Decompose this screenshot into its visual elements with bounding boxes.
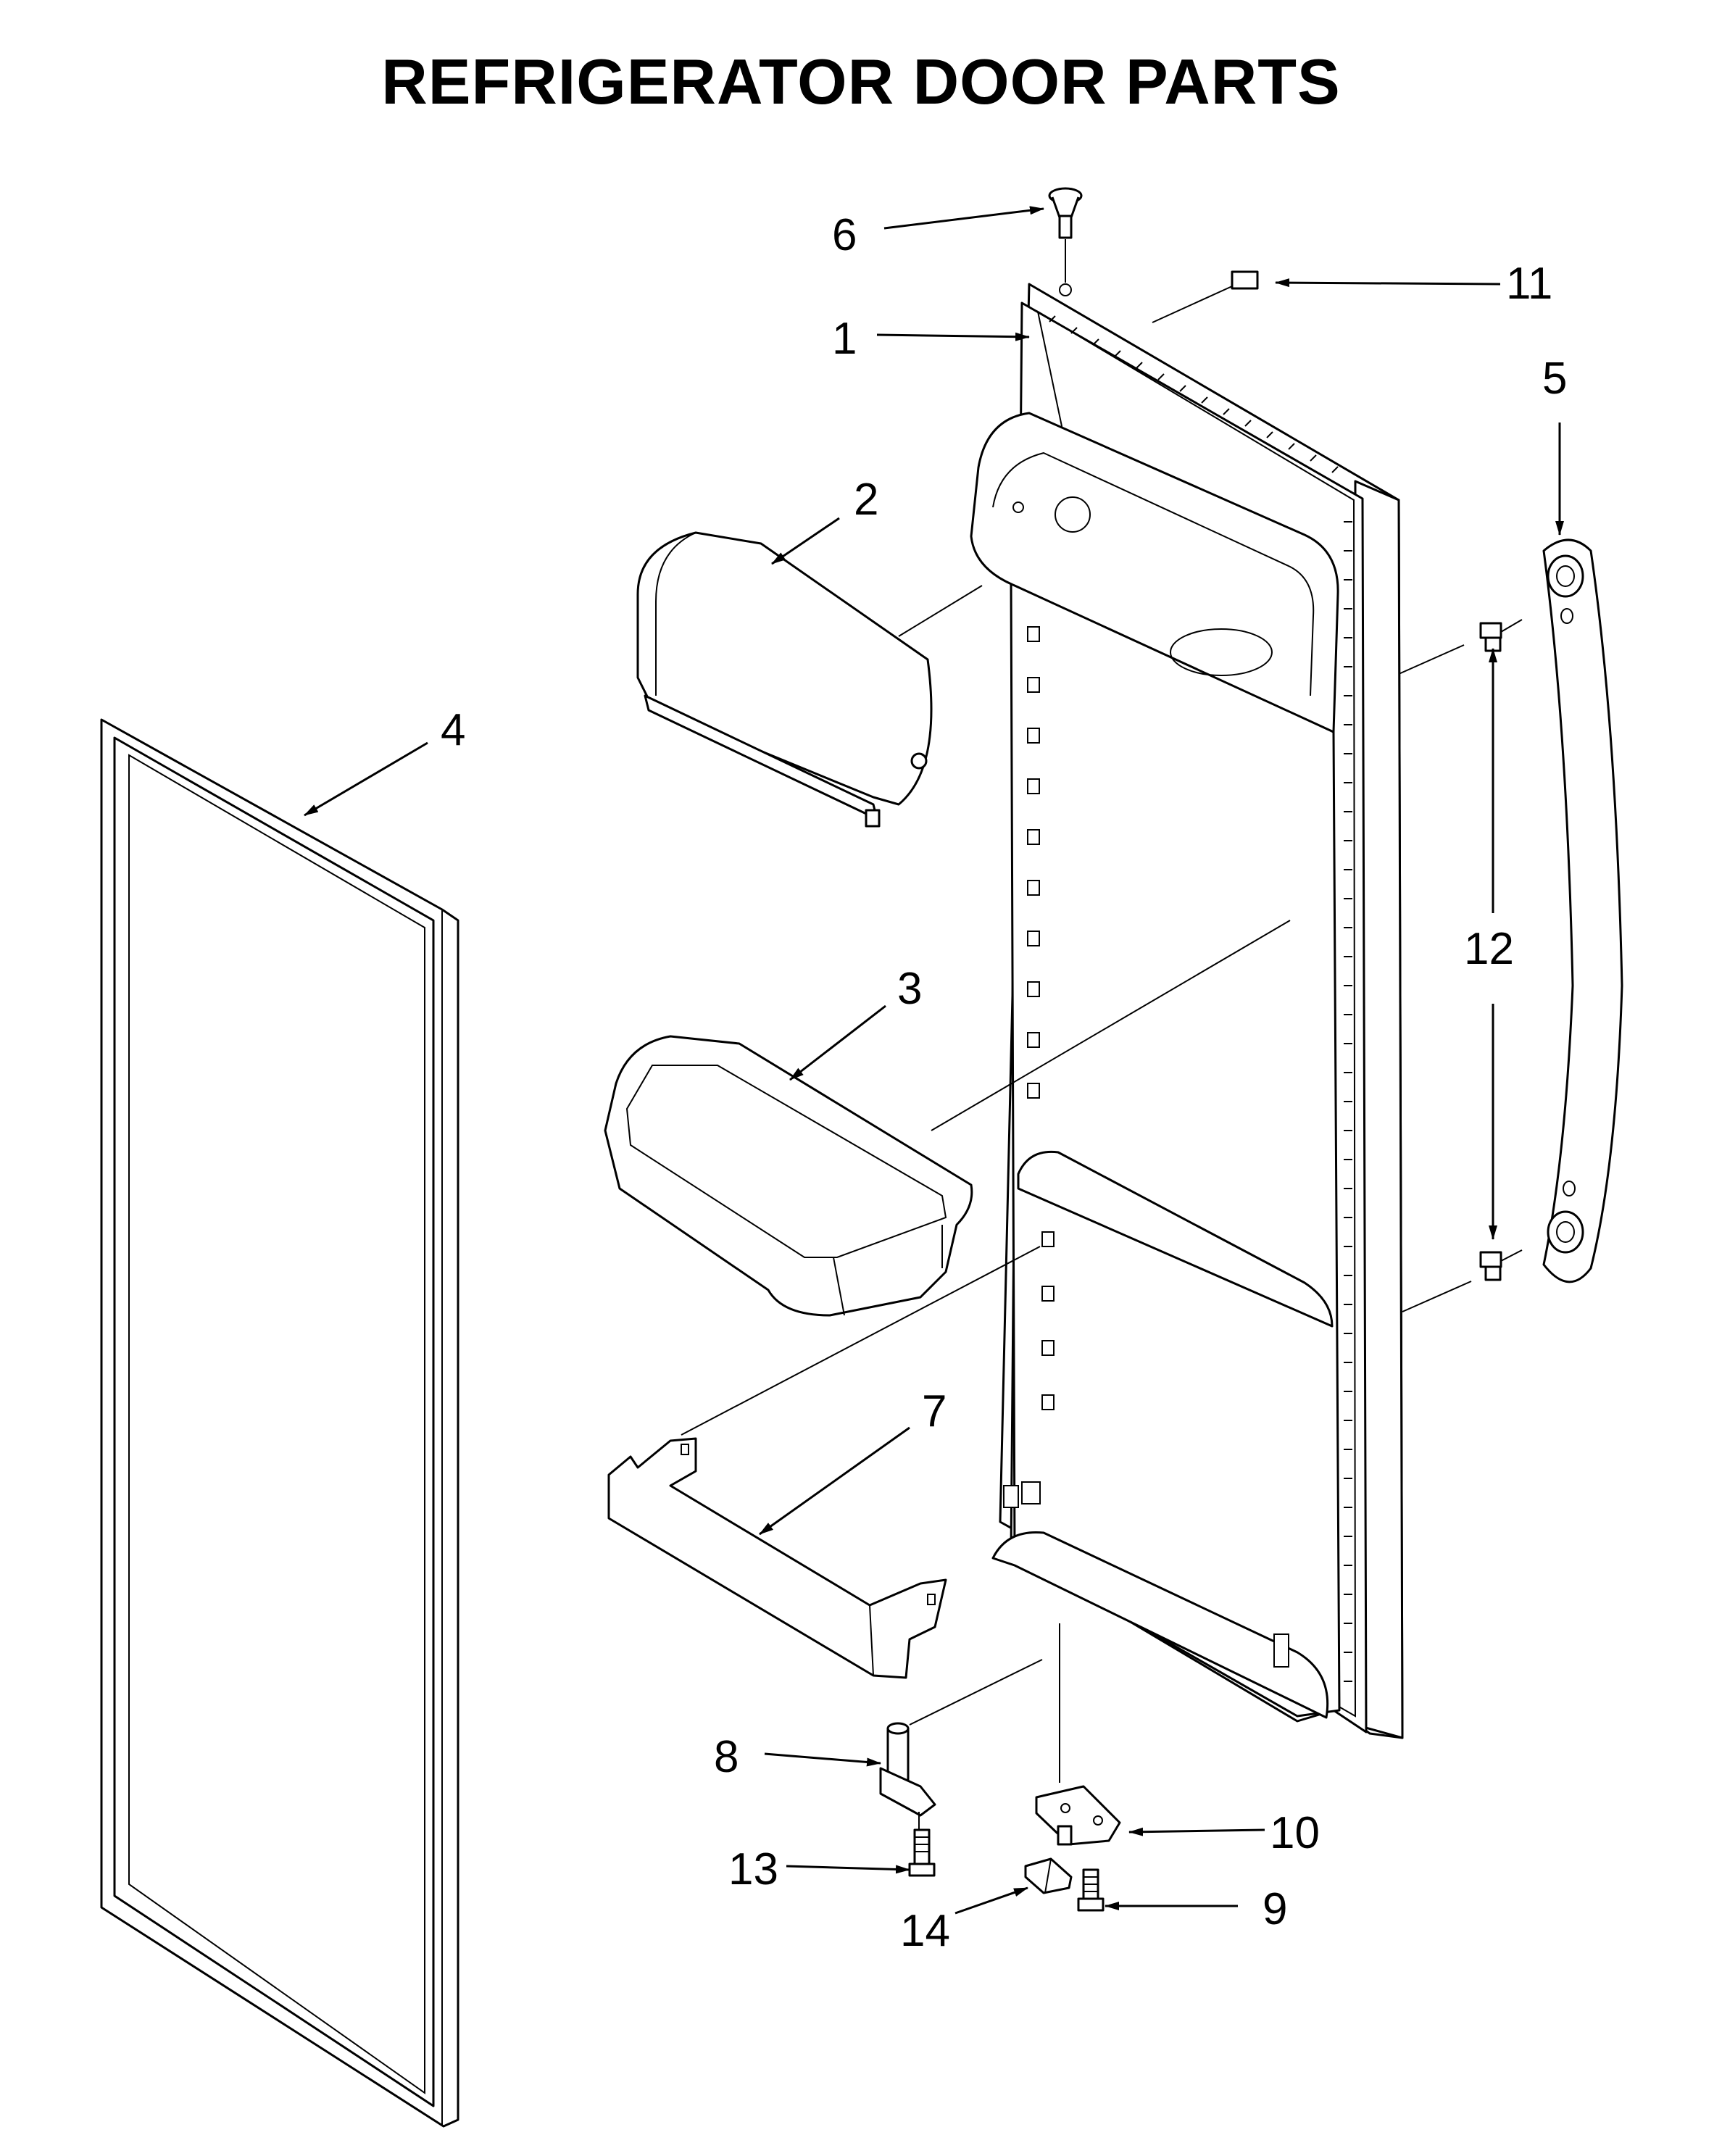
callout-14: 14 xyxy=(900,1906,950,1956)
callout-9: 9 xyxy=(1263,1884,1287,1934)
hinge-screw-left xyxy=(908,1828,936,1877)
callout-1: 1 xyxy=(832,314,857,364)
callout-labels: 6 11 1 5 2 4 12 3 7 8 10 13 9 14 xyxy=(441,210,1567,1956)
callout-6: 6 xyxy=(832,210,857,260)
liner-ridge-teeth xyxy=(1049,315,1352,1682)
callout-4: 4 xyxy=(441,705,465,755)
door-handle xyxy=(1542,538,1623,1283)
hinge-cam xyxy=(1024,1857,1073,1894)
callout-2: 2 xyxy=(854,475,878,525)
hinge-screw-right xyxy=(1077,1868,1105,1912)
callout-10: 10 xyxy=(1270,1808,1320,1858)
callout-8: 8 xyxy=(714,1732,739,1782)
handle-stud-bottom xyxy=(1479,1249,1523,1281)
callout-7: 7 xyxy=(922,1386,947,1436)
door-bin xyxy=(604,1035,973,1317)
callout-12: 12 xyxy=(1464,924,1514,974)
lower-hinge-pin xyxy=(879,1722,936,1830)
callout-11: 11 xyxy=(1506,259,1552,309)
dairy-compartment-door xyxy=(636,531,933,828)
handle-stud-top xyxy=(1479,619,1523,652)
door-gasket xyxy=(100,718,459,2128)
assembly-lines xyxy=(681,286,1472,1783)
callout-3: 3 xyxy=(897,964,922,1014)
lower-door-bin xyxy=(607,1437,947,1679)
callout-5: 5 xyxy=(1542,354,1567,404)
callout-arrows xyxy=(304,206,1564,1915)
door-plug xyxy=(1048,187,1083,296)
callout-13: 13 xyxy=(728,1844,778,1894)
door-assembly xyxy=(970,283,1404,1739)
lower-hinge-bracket xyxy=(1035,1785,1121,1846)
rating-label xyxy=(1231,270,1259,290)
diagram-title: REFRIGERATOR DOOR PARTS xyxy=(381,46,1341,117)
liner-shelf-pegs xyxy=(1027,626,1055,1410)
